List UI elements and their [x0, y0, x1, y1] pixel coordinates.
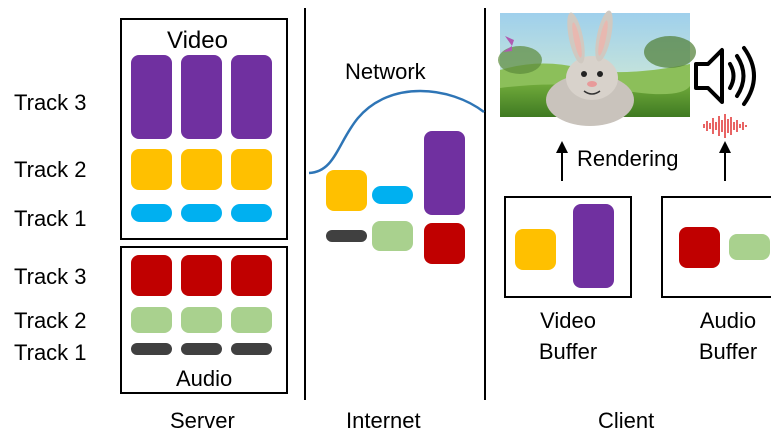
in-flight-audio-track-3-segment	[424, 223, 465, 264]
audio-track-1-label: Track 1	[14, 340, 87, 365]
section-label-server: Server	[170, 408, 235, 433]
audio-track-1-segment	[131, 343, 172, 355]
video-track-2-segment	[231, 149, 272, 190]
in-flight-audio-track-1-segment	[326, 230, 367, 242]
audio-track-2-segment	[181, 307, 222, 333]
video-track-3-segment	[231, 55, 272, 139]
video-buffer-label: Video Buffer	[538, 308, 598, 364]
video-track-3-segment	[181, 55, 222, 139]
server-internet-divider	[304, 8, 306, 400]
video-track-1-segment	[131, 204, 172, 222]
rendering-label: Rendering	[577, 146, 679, 171]
video-buffer-track-3-segment	[573, 204, 614, 288]
in-flight-audio-track-2-segment	[372, 221, 413, 251]
video-track-1-segment	[231, 204, 272, 222]
audio-track-3-segment	[131, 255, 172, 296]
audio-track-2-segment	[131, 307, 172, 333]
audio-track-1-segment	[181, 343, 222, 355]
section-label-client: Client	[598, 408, 655, 433]
video-track-3-segment	[131, 55, 172, 139]
video-track-3-label: Track 3	[14, 90, 87, 115]
video-track-2-segment	[181, 149, 222, 190]
audio-track-2-segment	[231, 307, 272, 333]
internet-client-divider	[484, 8, 486, 400]
in-flight-video-track-2-segment	[326, 170, 367, 211]
network-label: Network	[345, 59, 426, 84]
video-track-1-label: Track 1	[14, 206, 87, 231]
video-track-1-segment	[181, 204, 222, 222]
audio-track-2-label: Track 2	[14, 308, 87, 333]
audio-buffer-track-3-segment	[679, 227, 720, 268]
audio-track-3-segment	[231, 255, 272, 296]
video-box-title: Video	[167, 27, 228, 54]
video-track-2-segment	[131, 149, 172, 190]
in-flight-video-track-1-segment	[372, 186, 413, 204]
audio-buffer-label: Audio Buffer	[698, 308, 758, 364]
video-track-2-label: Track 2	[14, 157, 87, 182]
video-buffer-track-2-segment	[515, 229, 556, 270]
audio-track-1-segment	[231, 343, 272, 355]
in-flight-video-track-3-segment	[424, 131, 465, 215]
audio-track-3-segment	[181, 255, 222, 296]
audio-track-3-label: Track 3	[14, 264, 87, 289]
section-label-internet: Internet	[346, 408, 421, 433]
audio-box-title: Audio	[176, 366, 233, 391]
audio-buffer-track-2-segment	[729, 234, 770, 260]
